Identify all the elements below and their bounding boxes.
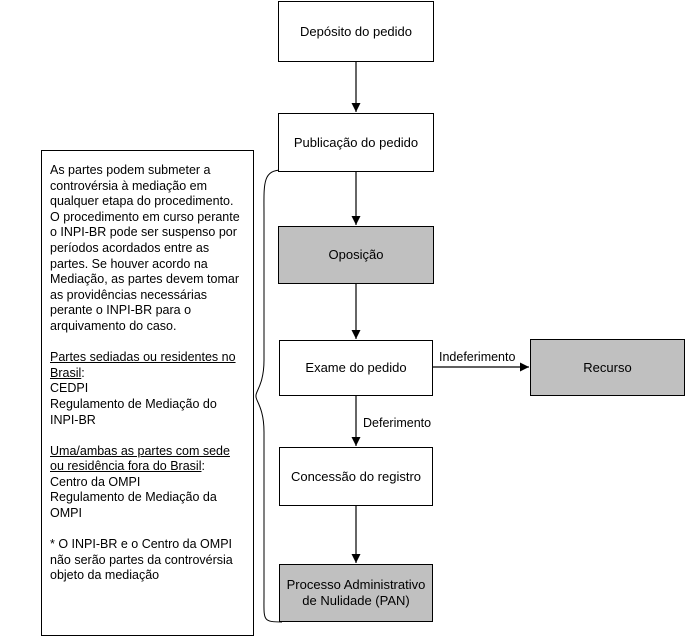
pan-label-line2: de Nulidade (PAN): [302, 593, 409, 608]
deposito-box: Depósito do pedido: [278, 1, 434, 62]
note-fora-heading-text: Uma/ambas as partes com sede ou residênc…: [50, 444, 230, 474]
pan-label-line1: Processo Administrativo: [287, 577, 426, 592]
indeferimento-label: Indeferimento: [439, 350, 515, 365]
oposicao-label: Oposição: [329, 247, 384, 263]
deferimento-label: Deferimento: [363, 416, 431, 431]
publicacao-label: Publicação do pedido: [294, 135, 418, 151]
note-brasil-heading-text: Partes sediadas ou residentes no Brasil: [50, 350, 236, 380]
exame-box: Exame do pedido: [279, 340, 433, 396]
note-footnote: * O INPI-BR e o Centro da OMPI não serão…: [50, 537, 245, 584]
publicacao-box: Publicação do pedido: [278, 113, 434, 172]
oposicao-box: Oposição: [278, 226, 434, 284]
note-brasil-heading: Partes sediadas ou residentes no Brasil:: [50, 350, 245, 381]
mediation-note: As partes podem submeter a controvérsia …: [41, 150, 254, 636]
note-fora-heading: Uma/ambas as partes com sede ou residênc…: [50, 444, 245, 475]
note-brasil-line1: CEDPI: [50, 381, 245, 397]
note-brasil-line2: Regulamento de Mediação do INPI-BR: [50, 397, 245, 428]
note-intro: As partes podem submeter a controvérsia …: [50, 163, 245, 335]
recurso-label: Recurso: [583, 360, 631, 376]
recurso-box: Recurso: [530, 339, 685, 396]
exame-label: Exame do pedido: [305, 360, 406, 376]
note-fora-line1: Centro da OMPI: [50, 475, 245, 491]
pan-label: Processo Administrativo de Nulidade (PAN…: [287, 577, 426, 609]
concessao-label: Concessão do registro: [291, 469, 421, 485]
deposito-label: Depósito do pedido: [300, 24, 412, 40]
concessao-box: Concessão do registro: [279, 447, 433, 506]
note-fora-line2: Regulamento de Mediação da OMPI: [50, 490, 245, 521]
pan-box: Processo Administrativo de Nulidade (PAN…: [279, 564, 433, 622]
